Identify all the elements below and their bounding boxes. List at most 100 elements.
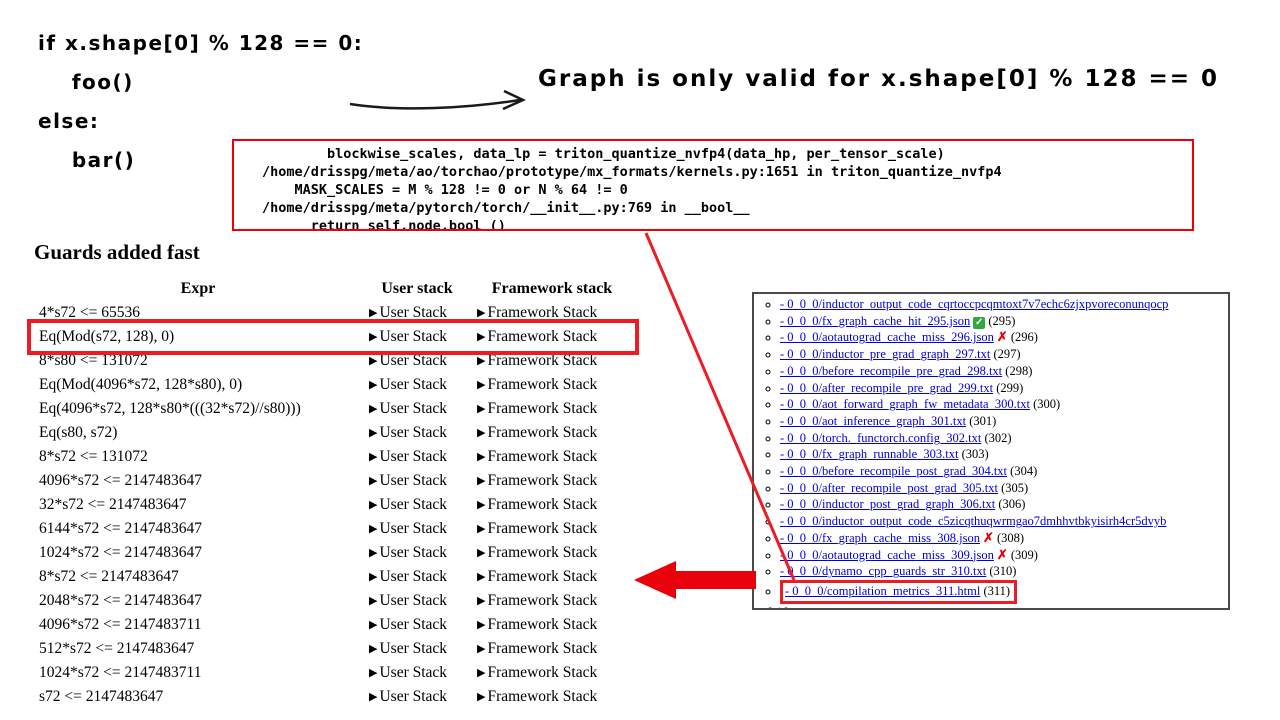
file-count: (301)	[966, 413, 997, 428]
framework-stack-label: Framework Stack	[487, 520, 598, 537]
framework-stack-toggle[interactable]: ▶Framework Stack	[477, 376, 597, 393]
framework-stack-toggle[interactable]: ▶Framework Stack	[477, 568, 597, 585]
user-stack-toggle[interactable]: ▶User Stack	[369, 424, 447, 441]
status-icon: ✗	[996, 329, 1008, 345]
table-row: Eq(s80, s72) ▶User Stack ▶Framework Stac…	[33, 421, 633, 445]
user-stack-toggle[interactable]: ▶User Stack	[369, 352, 447, 369]
framework-stack-toggle[interactable]: ▶Framework Stack	[477, 304, 597, 321]
user-stack-label: User Stack	[379, 304, 448, 321]
file-link[interactable]: - 0_0_0/fx_graph_cache_miss_308.json	[780, 530, 980, 545]
table-row: 8*s72 <= 2147483647 ▶User Stack ▶Framewo…	[33, 565, 633, 589]
user-stack-toggle[interactable]: ▶User Stack	[369, 496, 447, 513]
user-stack-toggle[interactable]: ▶User Stack	[369, 688, 447, 705]
framework-stack-toggle[interactable]: ▶Framework Stack	[477, 496, 597, 513]
framework-stack-toggle[interactable]: ▶Framework Stack	[477, 448, 597, 465]
file-link[interactable]: - 0_0_0/torch._functorch.config_302.txt	[780, 430, 982, 445]
file-link[interactable]: - 0_0_0/dynamo_cpp_guards_str_310.txt	[780, 564, 987, 579]
file-link[interactable]: - 0_0_0/inductor_output_code_cqrtoccpcqm…	[780, 297, 1169, 311]
expand-triangle-icon: ▶	[477, 307, 486, 319]
user-stack-toggle[interactable]: ▶User Stack	[369, 544, 447, 561]
file-link[interactable]: - 0_0_0/after_recompile_pre_grad_299.txt	[780, 380, 994, 395]
list-item: - 0_0_0/fx_graph_cache_miss_308.json✗ (3…	[780, 530, 1228, 547]
user-stack-toggle[interactable]: ▶User Stack	[369, 472, 447, 489]
guard-expr: 1024*s72 <= 2147483647	[39, 544, 203, 561]
file-link[interactable]: - 0_0_0/aotautograd_cache_miss_296.json	[780, 330, 994, 345]
framework-stack-label: Framework Stack	[487, 472, 598, 489]
file-link[interactable]: - 0_0_0/aotautograd_cache_miss_309.json	[780, 547, 994, 562]
expand-triangle-icon: ▶	[369, 355, 378, 367]
list-item: - 0_0_0/compilation_metrics_311.html (31…	[780, 579, 1228, 604]
framework-stack-toggle[interactable]: ▶Framework Stack	[477, 688, 597, 705]
file-link[interactable]: - 0_0_0/inductor_output_code_c5zicqthuqw…	[780, 514, 1167, 529]
table-row: 4096*s72 <= 2147483647 ▶User Stack ▶Fram…	[33, 469, 633, 493]
user-stack-label: User Stack	[379, 616, 448, 633]
file-count: (297)	[990, 347, 1021, 362]
expand-triangle-icon: ▶	[477, 619, 486, 631]
framework-stack-toggle[interactable]: ▶Framework Stack	[477, 472, 597, 489]
user-stack-label: User Stack	[379, 688, 448, 705]
file-count: (306)	[995, 497, 1026, 512]
user-stack-toggle[interactable]: ▶User Stack	[369, 664, 447, 681]
user-stack-toggle[interactable]: ▶User Stack	[369, 616, 447, 633]
column-header-framework-stack: Framework stack	[491, 280, 613, 297]
framework-stack-label: Framework Stack	[487, 400, 598, 417]
file-count: (305)	[998, 480, 1029, 495]
framework-stack-toggle[interactable]: ▶Framework Stack	[477, 640, 597, 657]
framework-stack-label: Framework Stack	[487, 424, 598, 441]
framework-stack-label: Framework Stack	[487, 664, 598, 681]
framework-stack-toggle[interactable]: ▶Framework Stack	[477, 592, 597, 609]
user-stack-toggle[interactable]: ▶User Stack	[369, 400, 447, 417]
user-stack-toggle[interactable]: ▶User Stack	[369, 304, 447, 321]
file-count: (309)	[1007, 547, 1038, 562]
file-link[interactable]: - 0_0_0/aot_forward_graph_fw_metadata_30…	[780, 397, 1030, 412]
framework-stack-toggle[interactable]: ▶Framework Stack	[477, 352, 597, 369]
expand-triangle-icon: ▶	[369, 403, 378, 415]
file-link[interactable]: - 0_0_0/before_recompile_pre_grad_298.tx…	[780, 363, 1003, 378]
file-count: (304)	[1007, 464, 1038, 479]
guard-expr: 6144*s72 <= 2147483647	[39, 520, 203, 537]
user-stack-toggle[interactable]: ▶User Stack	[369, 568, 447, 585]
list-footer: [-/-]	[768, 604, 1228, 608]
expand-triangle-icon: ▶	[477, 427, 486, 439]
table-row: Eq(4096*s72, 128*s80*(((32*s72)//s80))) …	[33, 397, 633, 421]
user-stack-toggle[interactable]: ▶User Stack	[369, 376, 447, 393]
framework-stack-label: Framework Stack	[487, 544, 598, 561]
status-icon: ✗	[996, 546, 1008, 562]
framework-stack-toggle[interactable]: ▶Framework Stack	[477, 616, 597, 633]
expand-triangle-icon: ▶	[477, 643, 486, 655]
guard-expr: Eq(Mod(s72, 128), 0)	[39, 328, 175, 345]
framework-stack-toggle[interactable]: ▶Framework Stack	[477, 520, 597, 537]
expand-triangle-icon: ▶	[369, 427, 378, 439]
framework-stack-toggle[interactable]: ▶Framework Stack	[477, 400, 597, 417]
user-stack-toggle[interactable]: ▶User Stack	[369, 328, 447, 345]
expand-triangle-icon: ▶	[477, 331, 486, 343]
list-item: - 0_0_0/torch._functorch.config_302.txt …	[780, 430, 1228, 447]
expand-triangle-icon: ▶	[369, 379, 378, 391]
user-stack-toggle[interactable]: ▶User Stack	[369, 640, 447, 657]
file-link[interactable]: - 0_0_0/compilation_metrics_311.html	[785, 583, 981, 598]
framework-stack-toggle[interactable]: ▶Framework Stack	[477, 544, 597, 561]
framework-stack-toggle[interactable]: ▶Framework Stack	[477, 328, 597, 345]
user-stack-label: User Stack	[379, 376, 448, 393]
file-link[interactable]: - 0_0_0/after_recompile_post_grad_305.tx…	[780, 480, 998, 495]
status-icon: ✓	[973, 316, 986, 329]
user-stack-toggle[interactable]: ▶User Stack	[369, 592, 447, 609]
file-link[interactable]: - 0_0_0/fx_graph_cache_hit_295.json	[780, 313, 971, 328]
red-arrow-left-icon	[634, 561, 756, 599]
user-stack-toggle[interactable]: ▶User Stack	[369, 520, 447, 537]
file-link[interactable]: - 0_0_0/aot_inference_graph_301.txt	[780, 413, 967, 428]
file-link[interactable]: - 0_0_0/fx_graph_runnable_303.txt	[780, 447, 959, 462]
file-link[interactable]: - 0_0_0/inductor_pre_grad_graph_297.txt	[780, 347, 991, 362]
user-stack-label: User Stack	[379, 592, 448, 609]
table-row: 8*s72 <= 131072 ▶User Stack ▶Framework S…	[33, 445, 633, 469]
guard-expr: 4096*s72 <= 2147483711	[39, 616, 202, 633]
framework-stack-label: Framework Stack	[487, 592, 598, 609]
file-count: (302)	[981, 430, 1012, 445]
framework-stack-toggle[interactable]: ▶Framework Stack	[477, 664, 597, 681]
file-link[interactable]: - 0_0_0/before_recompile_post_grad_304.t…	[780, 464, 1008, 479]
list-item: - 0_0_0/aotautograd_cache_miss_296.json✗…	[780, 329, 1228, 346]
list-item: - 0_0_0/fx_graph_runnable_303.txt (303)	[780, 446, 1228, 463]
file-link[interactable]: - 0_0_0/inductor_post_grad_graph_306.txt	[780, 497, 996, 512]
framework-stack-toggle[interactable]: ▶Framework Stack	[477, 424, 597, 441]
user-stack-toggle[interactable]: ▶User Stack	[369, 448, 447, 465]
